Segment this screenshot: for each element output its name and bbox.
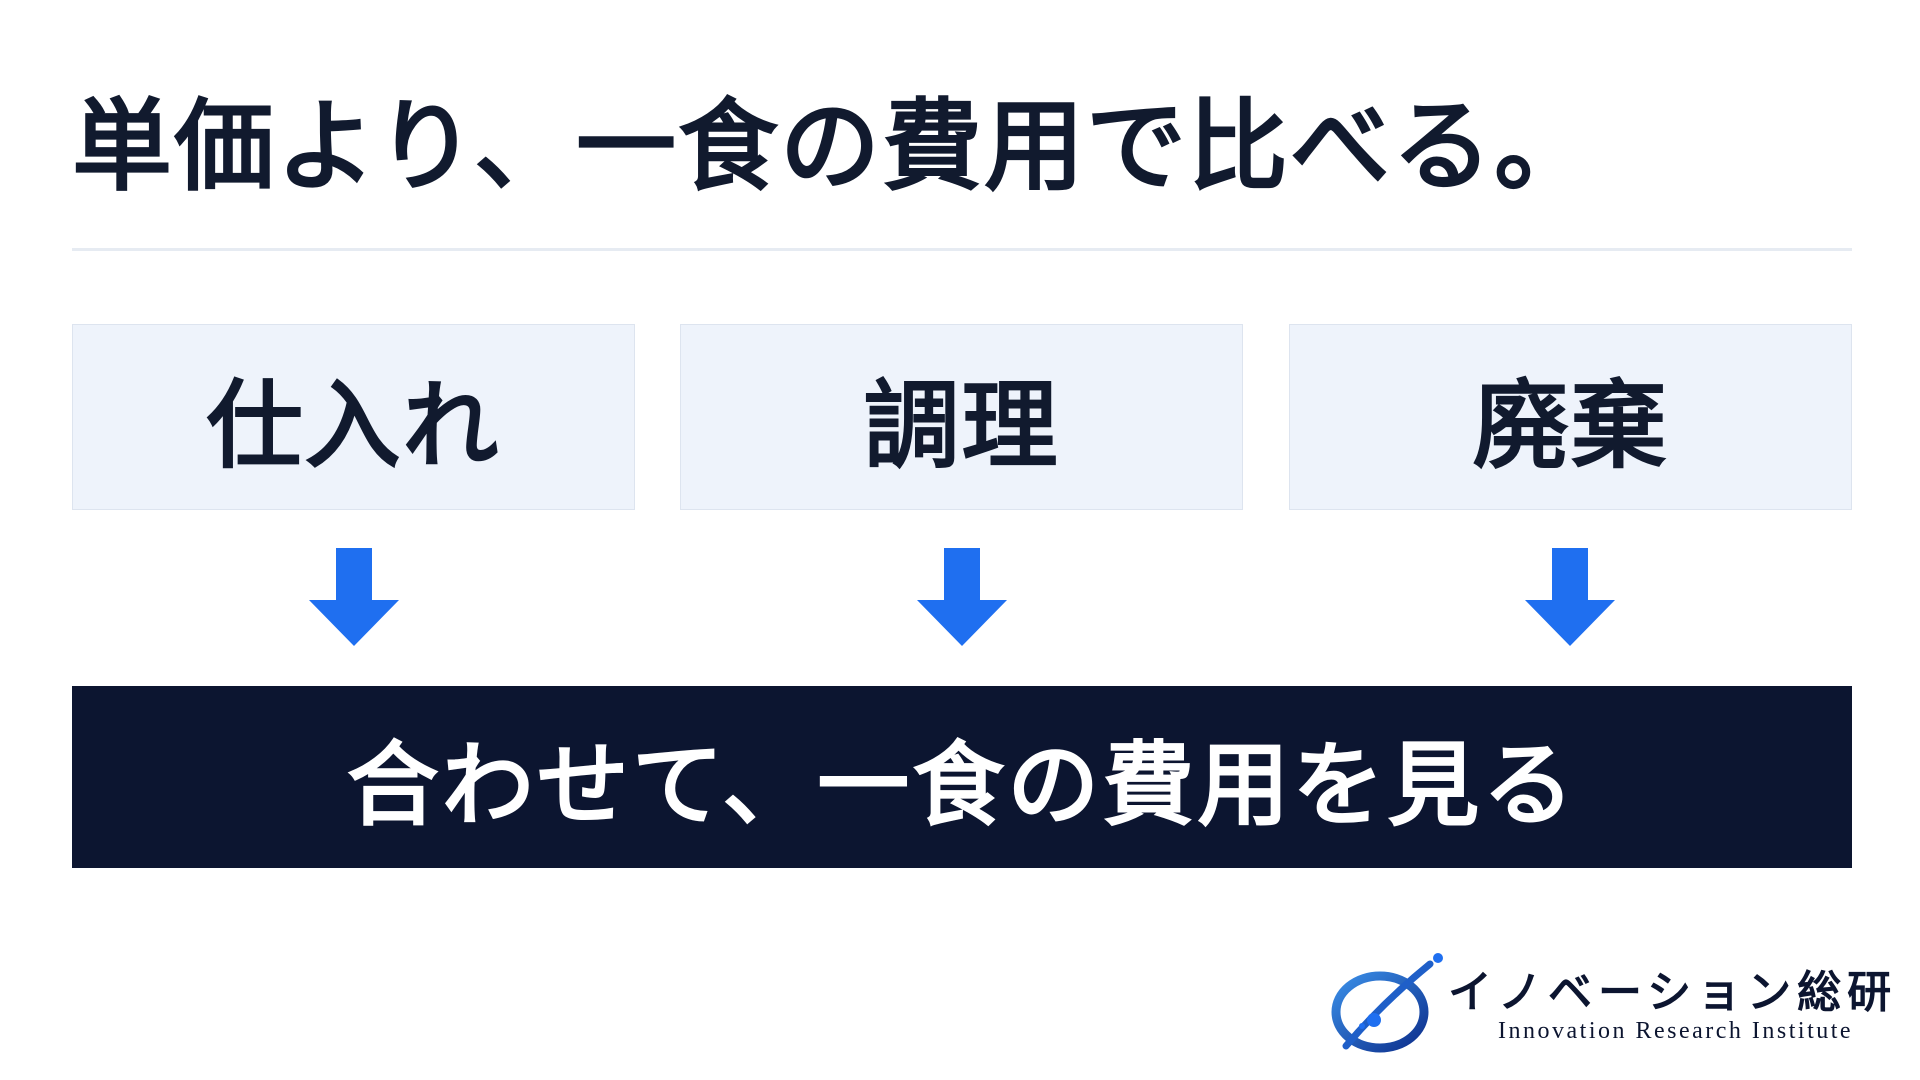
down-arrow-icon (1525, 548, 1615, 646)
company-logo: イノベーション総研 Innovation Research Institute (1328, 944, 1891, 1068)
result-label: 合わせて、一食の費用を見る (346, 731, 1578, 839)
title-divider (72, 248, 1852, 251)
logo-name: イノベーション総研 (1448, 967, 1898, 1018)
factor-label: 調理 (863, 369, 1060, 482)
factor-box-waste: 廃棄 (1289, 324, 1852, 510)
down-arrow-icon (917, 548, 1007, 646)
factor-label: 仕入れ (206, 369, 501, 482)
page-title: 単価より、一食の費用で比べる。 (72, 88, 1596, 205)
factor-box-cooking: 調理 (680, 324, 1243, 510)
logo-subtitle: Innovation Research Institute (1498, 1018, 1854, 1044)
factor-box-purchasing: 仕入れ (72, 324, 635, 510)
orbit-logo-icon (1331, 953, 1443, 1053)
factor-label: 廃棄 (1472, 369, 1669, 482)
result-bar: 合わせて、一食の費用を見る (72, 686, 1852, 868)
down-arrow-icon (309, 548, 399, 646)
